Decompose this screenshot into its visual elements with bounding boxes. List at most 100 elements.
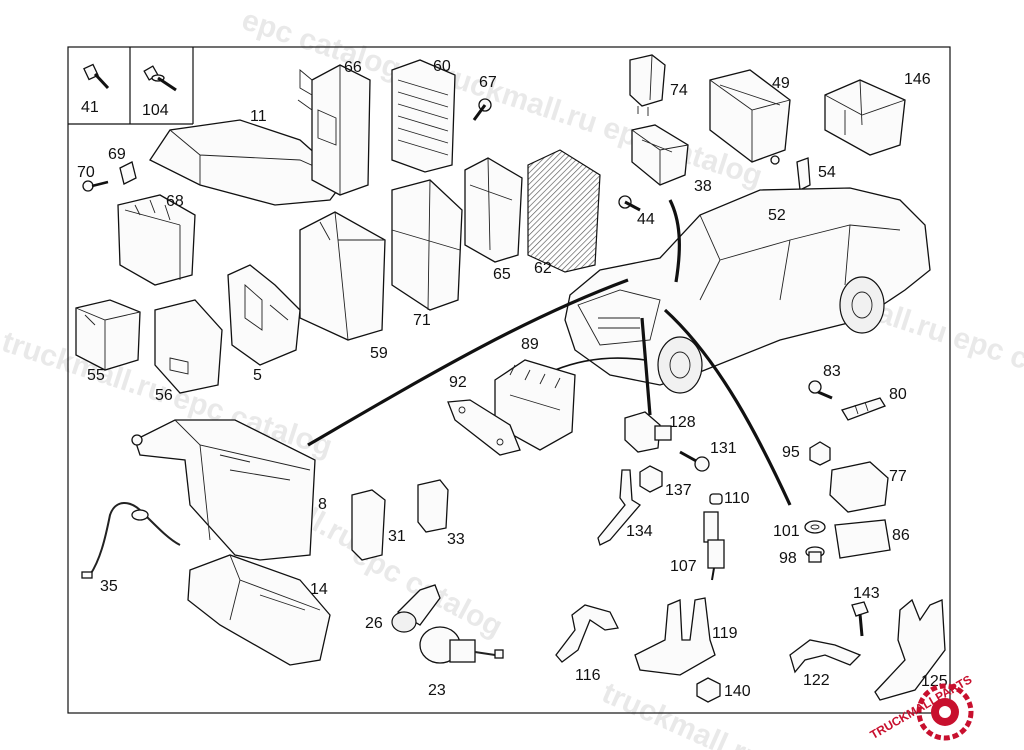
grommet-98-icon[interactable] bbox=[805, 546, 825, 563]
part-label-49[interactable]: 49 bbox=[772, 75, 790, 92]
part-label-11[interactable]: 11 bbox=[250, 108, 267, 125]
switch-107-icon[interactable] bbox=[703, 511, 725, 581]
part-label-128[interactable]: 128 bbox=[669, 414, 696, 431]
part-label-116[interactable]: 116 bbox=[575, 667, 601, 684]
part-label-122[interactable]: 122 bbox=[803, 672, 830, 689]
bracket-134-icon[interactable] bbox=[597, 469, 641, 546]
module-49-icon[interactable] bbox=[709, 69, 791, 165]
housing-14-icon[interactable] bbox=[187, 554, 331, 666]
part-label-119[interactable]: 119 bbox=[712, 625, 738, 642]
part-label-86[interactable]: 86 bbox=[892, 527, 910, 544]
part-label-107[interactable]: 107 bbox=[670, 558, 697, 575]
cover-86-icon[interactable] bbox=[834, 519, 891, 559]
part-label-89[interactable]: 89 bbox=[521, 336, 539, 353]
cap-26-icon[interactable] bbox=[391, 584, 441, 633]
part-label-67[interactable]: 67 bbox=[479, 74, 497, 91]
cable-35-icon[interactable] bbox=[81, 502, 181, 579]
part-label-101[interactable]: 101 bbox=[773, 523, 800, 540]
screw-143-icon[interactable] bbox=[851, 601, 869, 637]
part-label-140[interactable]: 140 bbox=[724, 683, 751, 700]
part-label-77[interactable]: 77 bbox=[889, 468, 907, 485]
screw-67-icon[interactable] bbox=[472, 98, 492, 121]
part-label-33[interactable]: 33 bbox=[447, 531, 465, 548]
nut-95-icon[interactable] bbox=[809, 441, 831, 466]
bracket-146-icon[interactable] bbox=[824, 79, 906, 156]
bracket-119-icon[interactable] bbox=[634, 597, 716, 676]
screw-131-icon[interactable] bbox=[679, 450, 710, 472]
part-label-68[interactable]: 68 bbox=[166, 193, 184, 210]
screw-70-icon[interactable] bbox=[82, 180, 109, 192]
part-label-71[interactable]: 71 bbox=[413, 312, 431, 329]
pump-23-icon[interactable] bbox=[419, 626, 504, 664]
part-label-83[interactable]: 83 bbox=[823, 363, 841, 380]
bolt-41-icon[interactable] bbox=[83, 63, 110, 90]
bracket-125-icon[interactable] bbox=[874, 598, 946, 701]
bracket-122-icon[interactable] bbox=[789, 639, 862, 674]
part-label-110[interactable]: 110 bbox=[724, 490, 750, 507]
module-59-icon[interactable] bbox=[299, 211, 386, 341]
module-65-icon[interactable] bbox=[464, 157, 523, 263]
part-label-80[interactable]: 80 bbox=[889, 386, 907, 403]
part-label-52[interactable]: 52 bbox=[768, 207, 786, 224]
grommet-101-icon[interactable] bbox=[804, 520, 826, 534]
clip-69-icon[interactable] bbox=[119, 161, 137, 185]
part-label-74[interactable]: 74 bbox=[670, 82, 688, 99]
sensor-128-icon[interactable] bbox=[624, 411, 672, 453]
relay-holder-55-icon[interactable] bbox=[75, 299, 141, 371]
part-label-14[interactable]: 14 bbox=[310, 581, 328, 598]
screw-83-icon[interactable] bbox=[808, 380, 833, 400]
watermark: epc catalog bbox=[238, 3, 405, 85]
part-label-60[interactable]: 60 bbox=[433, 58, 451, 75]
part-label-62[interactable]: 62 bbox=[534, 260, 552, 277]
part-label-70[interactable]: 70 bbox=[77, 164, 95, 181]
part-label-31[interactable]: 31 bbox=[388, 528, 406, 545]
relay-74-icon[interactable] bbox=[629, 54, 666, 116]
part-label-41[interactable]: 41 bbox=[81, 99, 99, 116]
part-label-5[interactable]: 5 bbox=[253, 367, 262, 384]
bracket-116-icon[interactable] bbox=[555, 604, 619, 663]
part-label-146[interactable]: 146 bbox=[904, 71, 931, 88]
part-label-66[interactable]: 66 bbox=[344, 59, 362, 76]
bracket-92-icon[interactable] bbox=[447, 399, 521, 456]
part-label-98[interactable]: 98 bbox=[779, 550, 797, 567]
cover-77-icon[interactable] bbox=[829, 461, 889, 513]
part-label-59[interactable]: 59 bbox=[370, 345, 388, 362]
bracket-5-icon[interactable] bbox=[227, 264, 301, 366]
part-label-95[interactable]: 95 bbox=[782, 444, 800, 461]
clip-80-icon[interactable] bbox=[841, 397, 886, 421]
part-label-26[interactable]: 26 bbox=[365, 615, 383, 632]
nut-140-icon[interactable] bbox=[696, 677, 721, 703]
part-label-8[interactable]: 8 bbox=[318, 496, 327, 513]
relay-31-icon[interactable] bbox=[351, 489, 386, 561]
control-unit-66-icon[interactable] bbox=[297, 64, 371, 196]
part-label-104[interactable]: 104 bbox=[142, 102, 169, 119]
part-label-131[interactable]: 131 bbox=[710, 440, 737, 457]
part-label-65[interactable]: 65 bbox=[493, 266, 511, 283]
part-label-69[interactable]: 69 bbox=[108, 146, 126, 163]
relay-box-38-icon[interactable] bbox=[631, 124, 689, 186]
part-label-23[interactable]: 23 bbox=[428, 682, 446, 699]
part-label-38[interactable]: 38 bbox=[694, 178, 712, 195]
relay-33-icon[interactable] bbox=[417, 479, 449, 533]
clip-54-icon[interactable] bbox=[796, 157, 811, 192]
housing-8-icon[interactable] bbox=[131, 419, 316, 561]
part-label-44[interactable]: 44 bbox=[637, 211, 655, 228]
control-unit-68-icon[interactable] bbox=[117, 194, 196, 286]
part-label-137[interactable]: 137 bbox=[665, 482, 692, 499]
part-label-56[interactable]: 56 bbox=[155, 387, 173, 404]
part-label-55[interactable]: 55 bbox=[87, 367, 105, 384]
part-label-35[interactable]: 35 bbox=[100, 578, 118, 595]
part-label-92[interactable]: 92 bbox=[449, 374, 467, 391]
bolt-104-icon[interactable] bbox=[143, 65, 177, 92]
part-label-134[interactable]: 134 bbox=[626, 523, 653, 540]
module-89-icon[interactable] bbox=[494, 359, 576, 451]
control-unit-60-icon[interactable] bbox=[391, 59, 456, 173]
control-unit-62-icon[interactable] bbox=[527, 149, 601, 273]
part-label-143[interactable]: 143 bbox=[853, 585, 880, 602]
cap-110-icon[interactable] bbox=[709, 493, 723, 505]
nut-137-icon[interactable] bbox=[639, 465, 663, 493]
screw-44-icon[interactable] bbox=[618, 195, 641, 212]
part-label-54[interactable]: 54 bbox=[818, 164, 836, 181]
module-56-icon[interactable] bbox=[154, 299, 223, 394]
control-unit-71-icon[interactable] bbox=[391, 179, 463, 311]
